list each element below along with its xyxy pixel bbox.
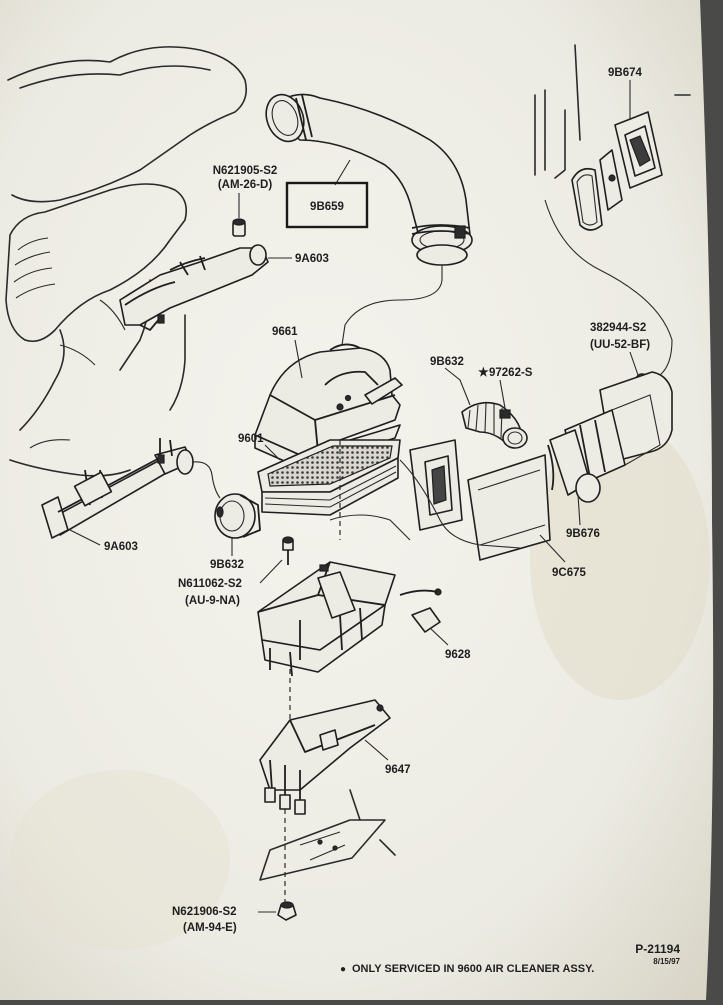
fastener-mid [282, 536, 294, 565]
leader-duct-tube [334, 159, 351, 186]
duct-tube-label: 9B659 [310, 201, 344, 213]
screw-label: 382944-S2 [590, 322, 646, 334]
duct-right-9B676 [547, 371, 673, 503]
duct-lower-label: 9C675 [552, 567, 586, 579]
fastener-mid-label: N611062-S2 [178, 578, 242, 590]
leader-wire-middle [399, 459, 521, 549]
clamp-label: 97262-S [489, 367, 533, 379]
mount-bracket-9647 [259, 699, 391, 815]
leader-9B676 [577, 494, 581, 526]
duct-lower-9C675 [409, 439, 551, 561]
intake-resonator-upper [119, 244, 269, 331]
nut-bottom-code: (AM-94-E) [183, 922, 237, 934]
leader-9C675 [539, 534, 566, 563]
leader-wire-lower [329, 514, 411, 541]
leader-wire-left [191, 461, 221, 499]
tube-right-label: 9B632 [430, 356, 464, 368]
figure-date: 8/15/97 [653, 957, 680, 966]
vehicle-panel [259, 789, 396, 881]
footnote-text: ONLY SERVICED IN 9600 AIR CLEANER ASSY. [352, 963, 594, 975]
duct-tube-9B659 [265, 93, 473, 266]
cover-label: 9661 [272, 326, 298, 338]
intake-resonator-lower-label: 9A603 [104, 541, 138, 553]
screw-code: (UU-52-BF) [590, 339, 650, 351]
mount-bracket-label: 9647 [385, 764, 411, 776]
fastener-top-code: (AM-26-D) [218, 179, 272, 191]
leader-clamp [499, 379, 506, 409]
figure-number: P-21194 [635, 942, 680, 956]
element-label: 9601 [238, 433, 264, 445]
star-symbol: ★ [478, 365, 489, 379]
footnote-bullet: ● [340, 964, 346, 975]
tube-9B632-right [461, 401, 528, 449]
leader-9A603-lower [69, 529, 101, 546]
nut-bottom-label: N621906-S2 [172, 906, 237, 918]
leader-9B632-right [444, 367, 471, 406]
duct-tube-label-box [285, 181, 369, 229]
fastener-top [232, 218, 246, 237]
air-filter-element-9601 [257, 439, 401, 516]
leader-9661 [294, 339, 303, 379]
leader-9628 [429, 627, 449, 646]
engine-outline [5, 46, 248, 477]
bracket-9628 [399, 588, 442, 633]
leader-wire-right [544, 199, 673, 376]
leader-9601 [264, 444, 281, 461]
duct-far-9B674 [534, 44, 691, 231]
paper-stain [10, 770, 230, 950]
intake-resonator-lower [41, 438, 194, 539]
leader-9647 [364, 739, 389, 761]
fastener-top-label: N621905-S2 [213, 165, 278, 177]
nut-bottom [277, 901, 297, 921]
air-cleaner-housing [257, 561, 396, 677]
bracket-label: 9628 [445, 649, 471, 661]
leader-wire [341, 265, 443, 346]
duct-far-label: 9B674 [608, 67, 642, 79]
fastener-mid-code: (AU-9-NA) [185, 595, 240, 607]
duct-right-label: 9B676 [566, 528, 600, 540]
tube-9B632-left [214, 493, 261, 539]
intake-resonator-label: 9A603 [295, 253, 329, 265]
leader-fastener-mid [259, 559, 283, 584]
tube-left-label: 9B632 [210, 559, 244, 571]
leader-screw [629, 351, 639, 376]
